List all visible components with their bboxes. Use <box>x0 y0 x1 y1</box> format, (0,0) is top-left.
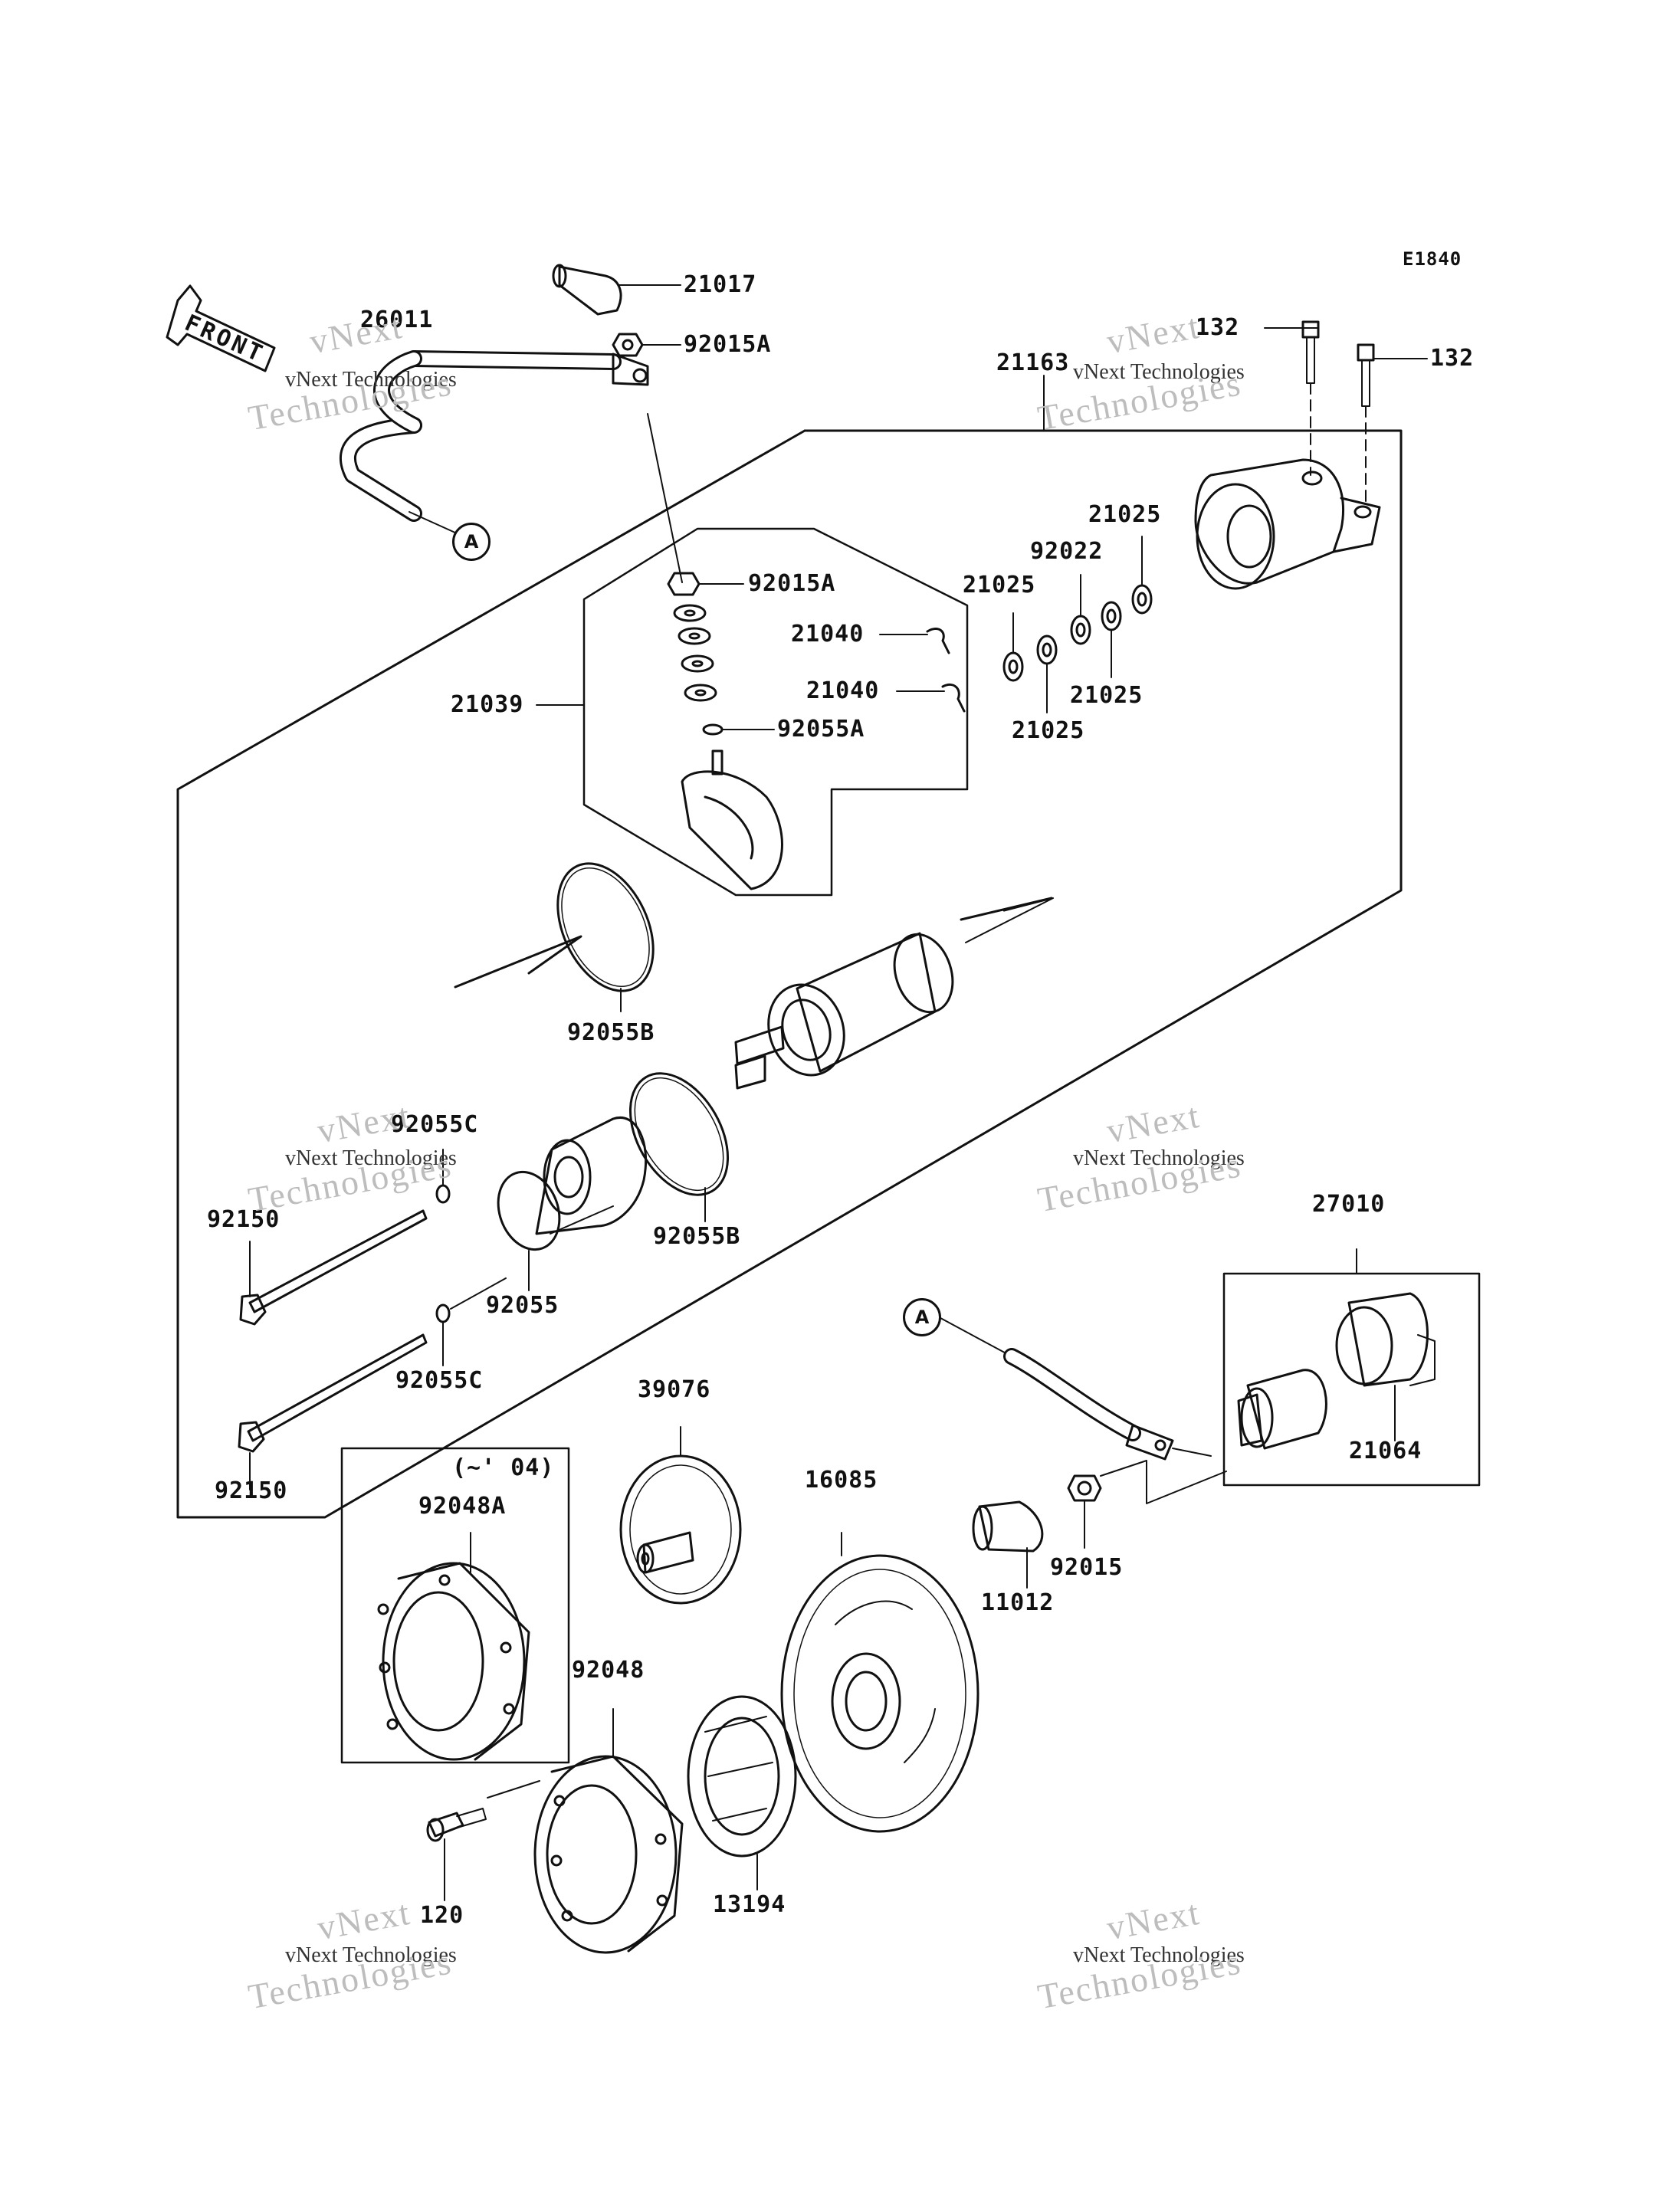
gear-39076-shape <box>619 1454 742 1605</box>
part-label-21025-d[interactable]: 21025 <box>1012 717 1085 744</box>
part-label-92150-lower[interactable]: 92150 <box>215 1477 288 1504</box>
part-label-21040-b[interactable]: 21040 <box>806 677 880 704</box>
part-label-27010[interactable]: 27010 <box>1312 1191 1386 1218</box>
connector-a-upper: A <box>452 523 491 561</box>
front-arrow-shape <box>166 284 276 372</box>
part-label-132-left[interactable]: 132 <box>1196 314 1240 341</box>
brush-holder-boundary <box>582 527 969 897</box>
part-label-26011[interactable]: 26011 <box>360 307 434 333</box>
part-label-92055B-upper[interactable]: 92055B <box>567 1019 655 1046</box>
part-label-92022[interactable]: 92022 <box>1030 538 1104 565</box>
part-label-21163[interactable]: 21163 <box>996 349 1070 376</box>
part-label-132-right[interactable]: 132 <box>1430 345 1475 372</box>
part-label-92055A[interactable]: 92055A <box>777 716 865 743</box>
connector-a-lower: A <box>903 1298 941 1336</box>
part-label-21017[interactable]: 21017 <box>684 271 757 298</box>
sprag-13194-shape <box>687 1695 797 1858</box>
part-label-21025-b[interactable]: 21025 <box>963 572 1036 598</box>
part-label-39076[interactable]: 39076 <box>638 1376 711 1403</box>
part-label-92055[interactable]: 92055 <box>486 1292 559 1319</box>
gear-16085-shape <box>780 1554 979 1833</box>
part-label-92015A-top[interactable]: 92015A <box>684 331 772 358</box>
assembly-boundary <box>176 429 1403 1519</box>
part-label-92055B-lower[interactable]: 92055B <box>653 1223 741 1250</box>
part-label-21025-c[interactable]: 21025 <box>1070 682 1144 709</box>
clutch-92048A-shape <box>377 1562 530 1761</box>
part-label-21025-a[interactable]: 21025 <box>1088 501 1162 528</box>
part-label-92048[interactable]: 92048 <box>572 1657 645 1684</box>
part-label-92048A[interactable]: 92048A <box>418 1493 507 1520</box>
clutch-92048-shape <box>533 1755 684 1954</box>
part-label-13194[interactable]: 13194 <box>713 1891 786 1918</box>
part-label-92015[interactable]: 92015 <box>1050 1554 1124 1581</box>
part-label-92055C-upper[interactable]: 92055C <box>391 1111 479 1138</box>
part-label-92150-upper[interactable]: 92150 <box>207 1206 281 1233</box>
solenoid-boundary <box>1222 1272 1481 1487</box>
part-label-92055C-lower[interactable]: 92055C <box>395 1367 484 1394</box>
part-label-16085[interactable]: 16085 <box>805 1467 878 1494</box>
part-label-21040-a[interactable]: 21040 <box>791 621 865 648</box>
part-label-92015A-mid[interactable]: 92015A <box>748 570 836 597</box>
diagram-code: E1840 <box>1403 248 1462 270</box>
year-note: (~' 04) <box>452 1454 555 1481</box>
part-label-21039[interactable]: 21039 <box>451 691 524 718</box>
part-label-120[interactable]: 120 <box>420 1902 464 1929</box>
year-boundary <box>340 1447 570 1764</box>
part-label-21064[interactable]: 21064 <box>1349 1438 1422 1464</box>
part-label-11012[interactable]: 11012 <box>981 1589 1055 1616</box>
